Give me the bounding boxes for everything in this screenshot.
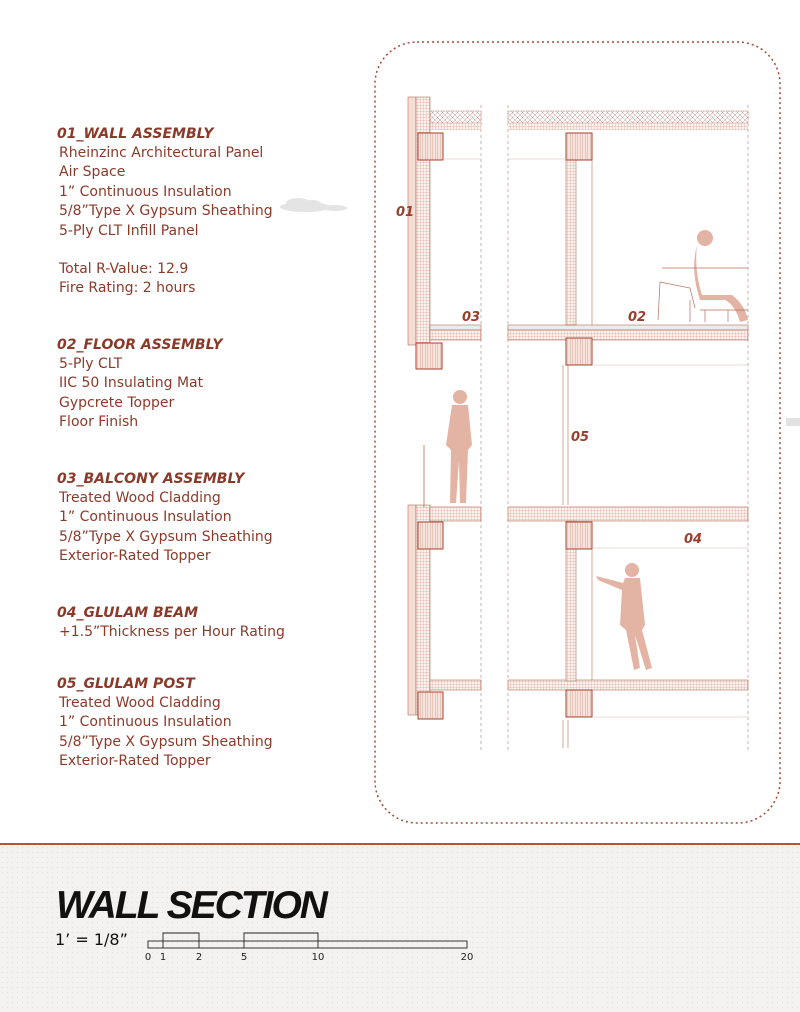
grid-lines — [480, 105, 749, 750]
callout-03: 03 — [462, 310, 480, 325]
legend-glulam-post: 05_GLULAM POST Treated Wood Cladding 1” … — [57, 674, 273, 772]
legend-item: Treated Wood Cladding — [59, 490, 221, 506]
detail-boundary — [374, 41, 781, 824]
scale-tick-label: 0 — [145, 952, 151, 963]
edge-marker — [786, 418, 800, 426]
legend-item: 5-Ply CLT — [59, 356, 123, 372]
callout-01: 01 — [396, 205, 414, 220]
scale-tick-label: 5 — [241, 952, 247, 963]
scale-tick-label: 10 — [312, 952, 325, 963]
legend-floor-assembly: 02_FLOOR ASSEMBLY 5-Ply CLT IIC 50 Insul… — [57, 335, 222, 433]
callout-04: 04 — [684, 532, 702, 547]
legend-item: Air Space — [59, 164, 126, 181]
legend-heading: 05_GLULAM POST — [57, 676, 195, 692]
legend-item: Rheinzinc Architectural Panel — [59, 145, 264, 161]
drawing-title: WALL SECTION — [56, 884, 328, 927]
scale-tick-label: 20 — [461, 952, 474, 963]
seated-person-figure — [694, 230, 748, 322]
legend-glulam-beam: 04_GLULAM BEAM +1.5”Thickness per Hour R… — [57, 603, 285, 642]
r-value-note: Total R-Value: 12.9 — [59, 261, 189, 278]
legend-item: Floor Finish — [59, 414, 139, 431]
cloud-icon — [280, 198, 347, 212]
legend-item: 1” Continuous Insulation — [59, 183, 232, 200]
leaning-person-figure — [596, 563, 652, 670]
wall-assembly — [407, 96, 431, 716]
legend-item: Gypcrete Topper — [59, 394, 175, 411]
floor-assembly — [429, 324, 749, 691]
scale-label: 1’ = 1/8” — [55, 930, 128, 949]
glulam-beams — [415, 132, 593, 720]
legend-item: Exterior-Rated Topper — [59, 548, 211, 565]
callout-02: 02 — [628, 310, 646, 325]
legend-heading: 04_GLULAM BEAM — [57, 605, 199, 621]
legend-balcony-assembly: 03_BALCONY ASSEMBLY Treated Wood Claddin… — [57, 469, 273, 567]
legend-item: 5/8”Type X Gypsum Sheathing — [59, 203, 273, 220]
legend-heading: 03_BALCONY ASSEMBLY — [57, 471, 245, 487]
legend-item: IIC 50 Insulating Mat — [59, 375, 204, 392]
legend-item: 1” Continuous Insulation — [59, 509, 232, 526]
callout-05: 05 — [571, 430, 589, 445]
legend-item: 5-Ply CLT Infill Panel — [59, 222, 199, 239]
standing-person-figure — [446, 390, 472, 503]
scale-tick-label: 2 — [196, 952, 202, 963]
legend-item: Treated Wood Cladding — [59, 695, 221, 711]
footer-band — [0, 843, 800, 1012]
ceiling-lines — [443, 158, 748, 718]
lounge-chair-icon — [657, 267, 748, 322]
legend-wall-assembly: 01_WALL ASSEMBLY Rheinzinc Architectural… — [57, 124, 273, 299]
legend-item: +1.5”Thickness per Hour Rating — [59, 624, 285, 640]
scale-tick-label: 1 — [160, 952, 166, 963]
legend-item: Exterior-Rated Topper — [59, 753, 211, 770]
glulam-post — [562, 159, 593, 748]
fire-rating-note: Fire Rating: 2 hours — [59, 280, 196, 297]
legend-heading: 02_FLOOR ASSEMBLY — [57, 337, 223, 353]
legend-item: 1” Continuous Insulation — [59, 714, 232, 731]
legend-item: 5/8”Type X Gypsum Sheathing — [59, 733, 273, 750]
roof-assembly — [429, 110, 749, 130]
legend-item: 5/8”Type X Gypsum Sheathing — [59, 528, 273, 545]
legend-heading: 01_WALL ASSEMBLY — [57, 126, 214, 142]
